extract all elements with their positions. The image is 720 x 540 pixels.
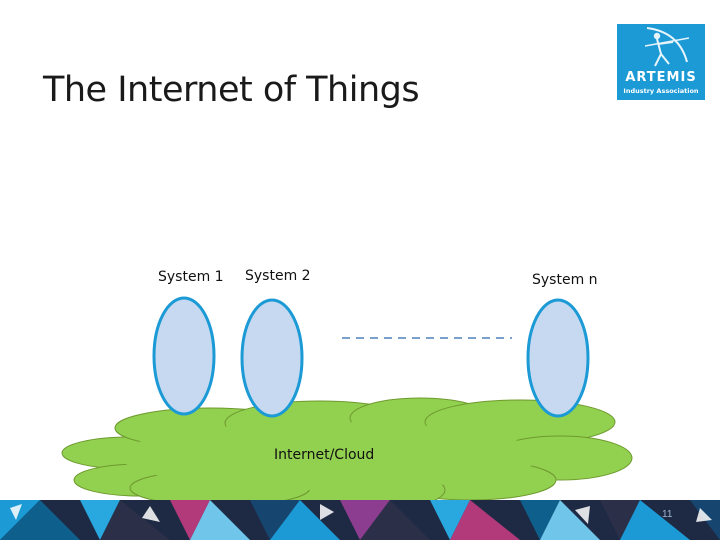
system-1-label: System 1 — [158, 269, 224, 285]
system-n-shape — [526, 298, 590, 418]
archer-icon — [644, 27, 690, 67]
logo-name: ARTEMIS — [625, 70, 697, 85]
logo-subtitle: Industry Association — [623, 87, 699, 95]
system-2-label: System 2 — [245, 268, 311, 284]
cloud-label: Internet/Cloud — [274, 447, 375, 463]
system-1-shape — [152, 296, 216, 416]
system-2-shape — [240, 298, 304, 418]
system-ellipses — [152, 296, 590, 418]
page-number: 11 — [662, 509, 673, 520]
system-n-label: System n — [532, 272, 598, 288]
footer-pattern — [0, 500, 720, 540]
slide-title: The Internet of Things — [43, 70, 420, 110]
artemis-logo: ARTEMIS Industry Association — [617, 24, 705, 100]
